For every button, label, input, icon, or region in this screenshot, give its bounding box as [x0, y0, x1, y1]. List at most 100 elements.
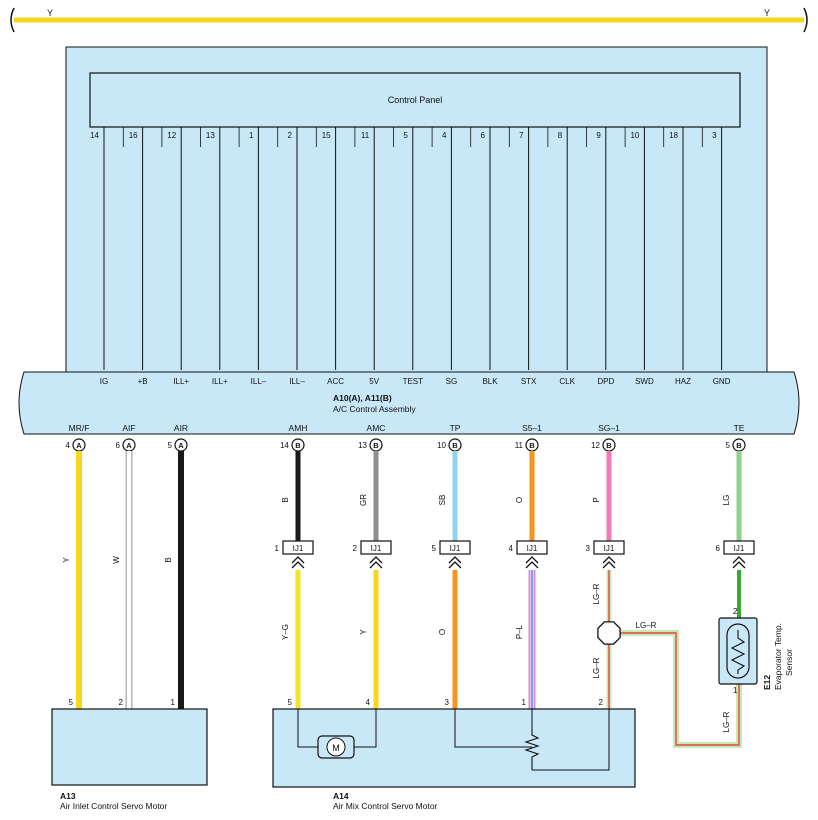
connector-letter: B	[373, 441, 379, 450]
wire-layer: MR/F4AY5AIF6AW2AIR5AB1AMH14BBIJ11Y–G5AMC…	[62, 423, 754, 745]
signal-label: TP	[450, 423, 461, 433]
panel-pin-number: 1	[249, 131, 254, 140]
lower-wire-color-code: Y–G	[281, 624, 290, 640]
junction-connector-label: IJ1	[604, 544, 615, 553]
sensor-code: E12	[762, 675, 772, 690]
sensor-name-line2: Sensor	[784, 649, 794, 676]
panel-pin-name: HAZ	[675, 377, 691, 386]
panel-pin-number: 5	[403, 131, 408, 140]
signal-label: MR/F	[69, 423, 90, 433]
panel-pin-name: BLK	[482, 377, 498, 386]
bus-left-bracket	[11, 8, 14, 32]
panel-pin-name: ILL+	[212, 377, 228, 386]
signal-label: AIR	[174, 423, 188, 433]
panel-pin-number: 7	[519, 131, 524, 140]
panel-pin-name: ILL–	[251, 377, 267, 386]
wire-color-code: B	[164, 557, 173, 562]
panel-pin-number: 11	[361, 131, 370, 140]
junction-connector-label: IJ1	[371, 544, 382, 553]
panel-pin-number: 12	[167, 131, 176, 140]
junction-connector-label: IJ1	[527, 544, 538, 553]
assembly-pin-number: 13	[358, 441, 367, 450]
signal-label: TE	[734, 423, 745, 433]
motor-pin-number: 5	[288, 698, 293, 707]
panel-pin-name: 5V	[369, 377, 379, 386]
panel-pin-name: STX	[521, 377, 537, 386]
panel-pin-number: 4	[442, 131, 447, 140]
signal-label: AMC	[367, 423, 386, 433]
assembly-pin-number: 14	[280, 441, 289, 450]
assembly-pin-number: 6	[116, 441, 121, 450]
assembly-pin-number: 10	[437, 441, 446, 450]
panel-pin-name: SG	[446, 377, 458, 386]
signal-label: S5–1	[522, 423, 542, 433]
panel-pin-name: ILL+	[173, 377, 189, 386]
junction-pin-number: 2	[353, 544, 358, 553]
assembly-pin-number: 11	[515, 441, 524, 450]
panel-pin-name: DPD	[597, 377, 614, 386]
connector-letter: B	[736, 441, 742, 450]
splice-point-icon	[598, 622, 620, 644]
connector-letter: A	[178, 441, 184, 450]
wire-color-code: O	[515, 497, 524, 503]
wire-color-code: LG	[722, 495, 731, 506]
chevron-up-icon	[733, 562, 745, 568]
motor-pin-number: 2	[599, 698, 604, 707]
junction-pin-number: 1	[275, 544, 280, 553]
panel-pin-name: +B	[138, 377, 148, 386]
lower-wire-color-code: P–L	[515, 624, 524, 639]
signal-label: SG–1	[598, 423, 620, 433]
panel-pin-name: ILL–	[289, 377, 305, 386]
evaporator-temp-sensor: 2 1 E12 Evaporator Temp. Sensor	[719, 607, 794, 695]
lower-wire-color-code: O	[438, 629, 447, 635]
chevron-up-icon	[603, 562, 615, 568]
motor-a14-code: A14	[333, 791, 349, 801]
sensor-return-wire-label: LG–R	[722, 711, 731, 732]
panel-pin-name: IG	[100, 377, 108, 386]
panel-pin-name: GND	[713, 377, 731, 386]
junction-pin-number: 3	[586, 544, 591, 553]
motor-symbol: M	[332, 743, 340, 753]
top-bus: Y Y	[11, 8, 807, 32]
sensor-pin-top: 2	[733, 607, 738, 616]
panel-pin-number: 16	[129, 131, 138, 140]
motor-pin-number: 4	[366, 698, 371, 707]
motor-pin-number: 2	[119, 698, 124, 707]
chevron-up-icon	[526, 562, 538, 568]
connector-letter: B	[606, 441, 612, 450]
assembly-name: A/C Control Assembly	[333, 404, 416, 414]
panel-pin-number: 14	[90, 131, 99, 140]
lower-wire-color-code: Y	[359, 629, 368, 635]
wire-color-code: SB	[438, 495, 447, 506]
wire-color-code: W	[112, 556, 121, 564]
panel-pin-number: 15	[322, 131, 331, 140]
junction-pin-number: 4	[509, 544, 514, 553]
control-panel-title: Control Panel	[388, 95, 443, 105]
junction-connector-label: IJ1	[293, 544, 304, 553]
connector-letter: A	[76, 441, 82, 450]
connector-letter: A	[126, 441, 132, 450]
motor-a14-name: Air Mix Control Servo Motor	[333, 801, 438, 811]
panel-pin-number: 10	[630, 131, 639, 140]
panel-pin-name: TEST	[403, 377, 424, 386]
connector-letter: B	[452, 441, 458, 450]
motor-pin-number: 3	[445, 698, 450, 707]
chevron-up-icon	[370, 562, 382, 568]
motor-a13-name: Air Inlet Control Servo Motor	[60, 801, 167, 811]
panel-pin-number: 3	[712, 131, 717, 140]
wire-color-code: B	[281, 497, 290, 502]
motor-a13-body	[52, 709, 207, 785]
junction-pin-number: 6	[716, 544, 721, 553]
assembly-code: A10(A), A11(B)	[333, 393, 392, 403]
wire-color-code: GR	[359, 494, 368, 506]
sensor-pin-bottom: 1	[733, 686, 738, 695]
junction-pin-number: 5	[432, 544, 437, 553]
signal-label: AIF	[122, 423, 135, 433]
connector-letter: B	[295, 441, 301, 450]
bus-left-label: Y	[47, 8, 53, 18]
bus-right-bracket	[804, 8, 807, 32]
assembly-pin-number: 5	[726, 441, 731, 450]
assembly-pin-number: 5	[168, 441, 173, 450]
lower-wire-color-code: LG–R	[592, 657, 601, 678]
motor-pin-number: 5	[69, 698, 74, 707]
